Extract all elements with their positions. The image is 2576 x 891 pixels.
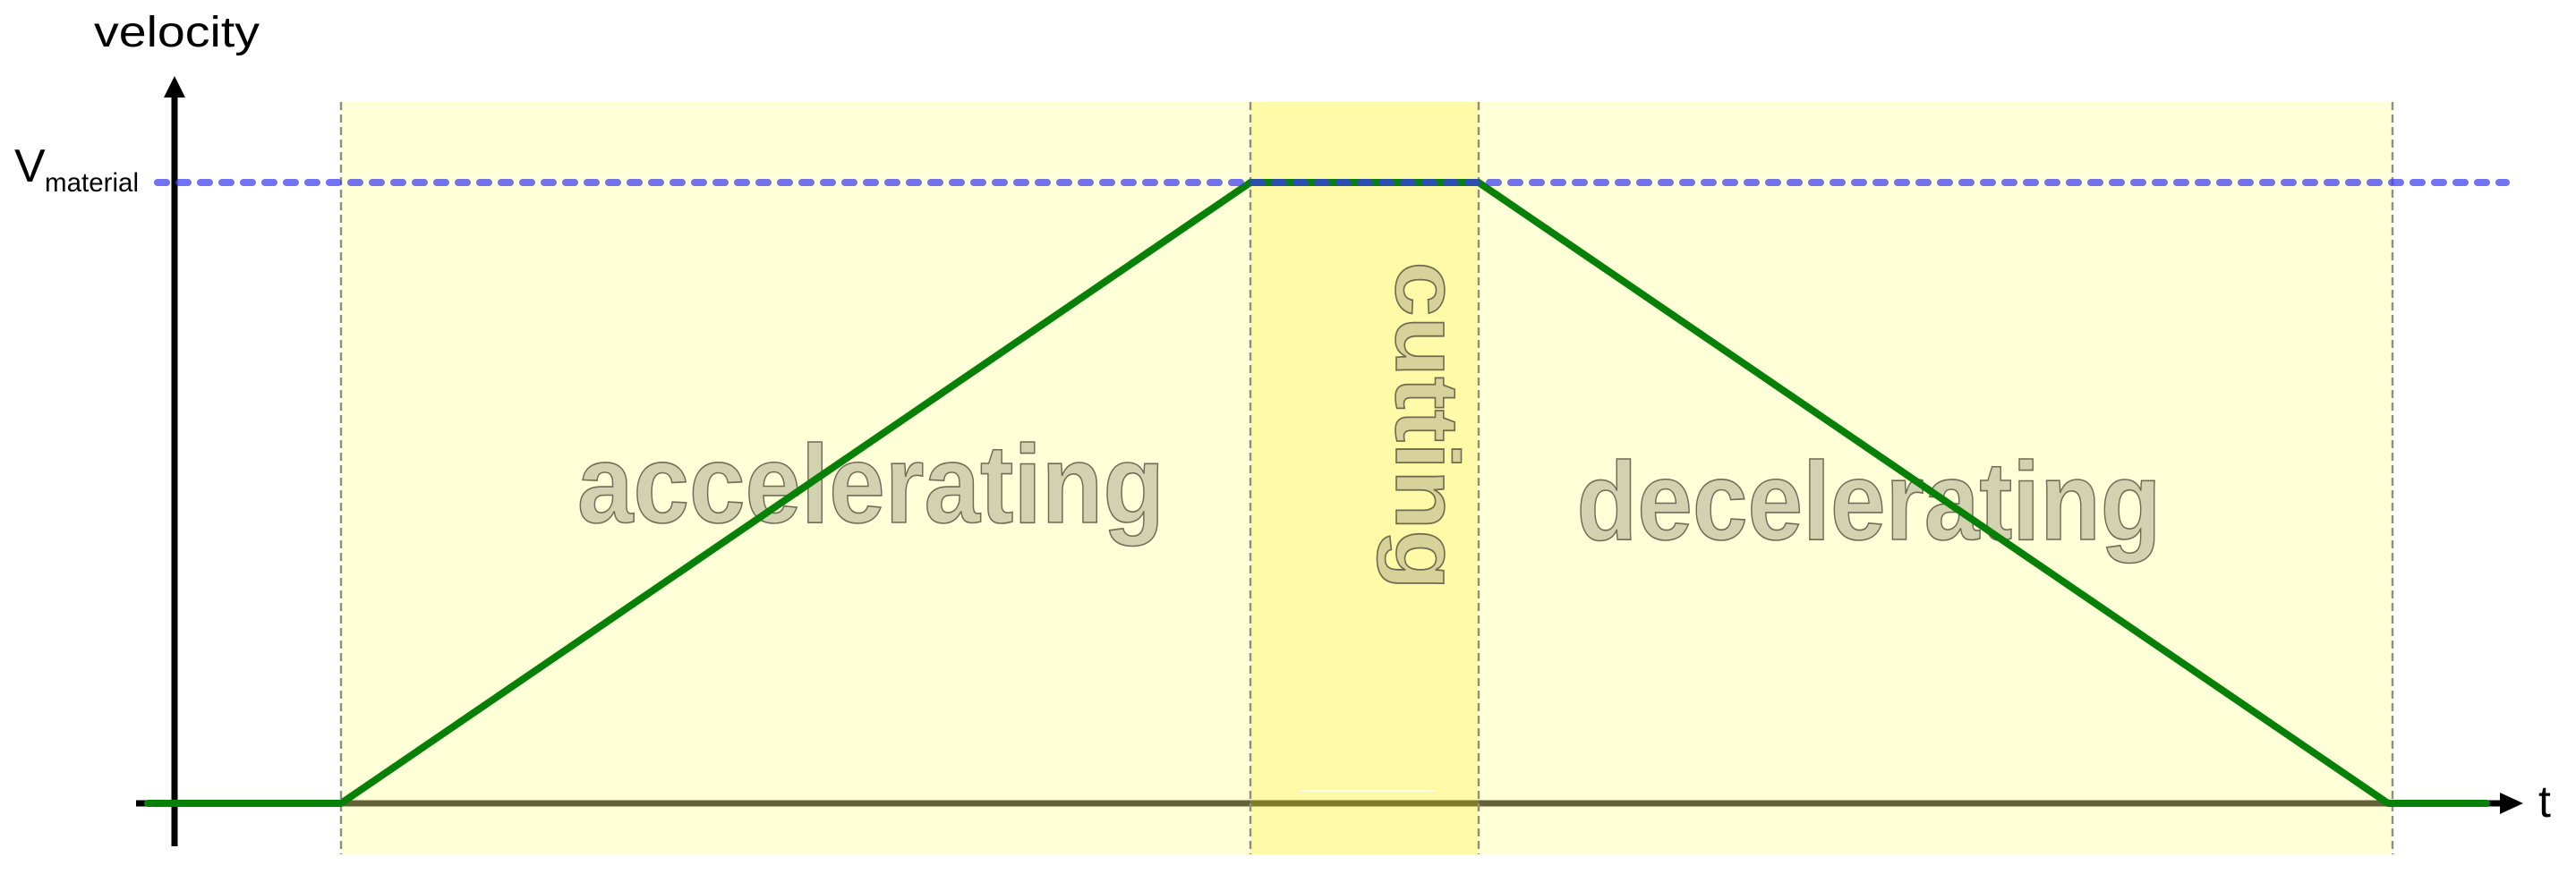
- x-axis-arrowhead-icon: [2500, 793, 2523, 814]
- region-cutting: [1250, 102, 1479, 854]
- v-material-label-sub: material: [45, 168, 139, 198]
- region-accelerating: [341, 102, 1250, 854]
- phase-regions: [341, 102, 2393, 854]
- y-axis-label: velocity: [94, 9, 260, 56]
- y-axis: [164, 76, 185, 846]
- label-cutting: cutting: [1377, 262, 1477, 590]
- v-material-label-main: V: [14, 140, 46, 192]
- y-axis-arrowhead-icon: [164, 76, 185, 98]
- region-decelerating: [1479, 102, 2393, 854]
- phase-boundaries: [339, 102, 2394, 854]
- label-decelerating: decelerating: [1577, 440, 2162, 564]
- x-axis-label: t: [2538, 776, 2551, 827]
